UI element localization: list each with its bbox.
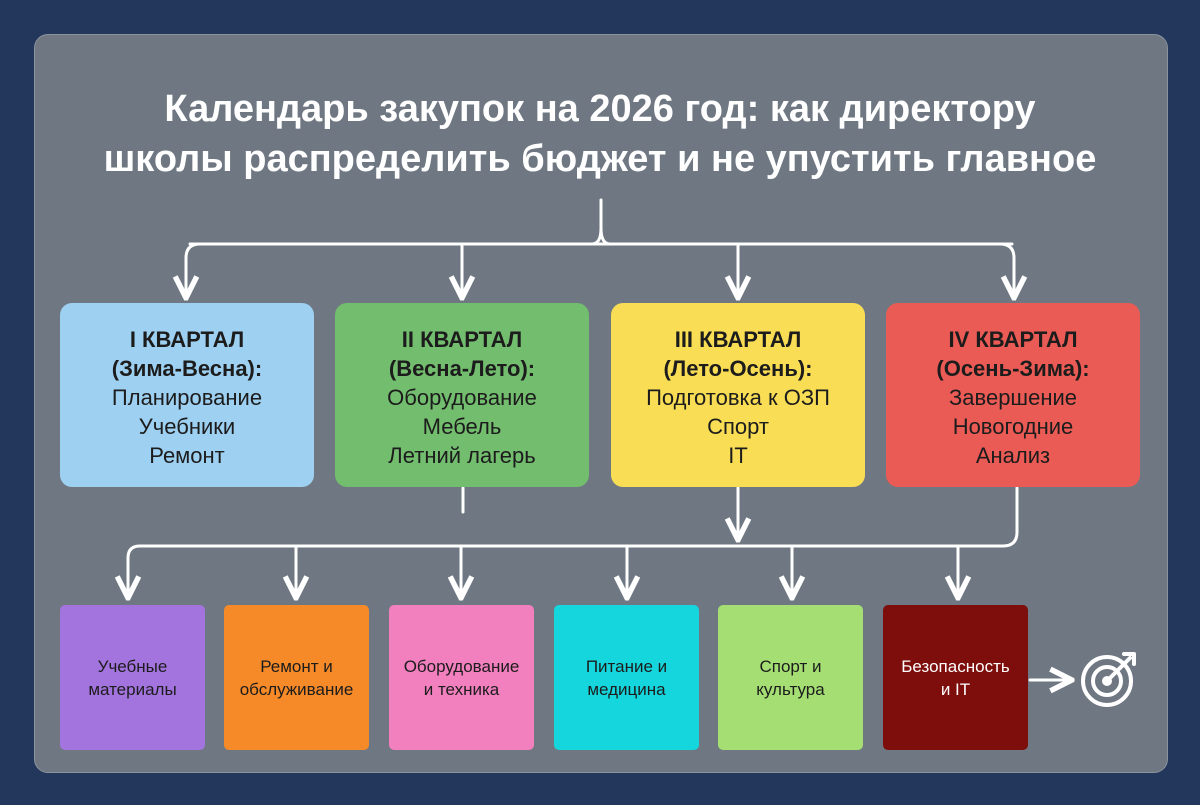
quarter-4-box: IV КВАРТАЛ (Осень-Зима): Завершение Ново… bbox=[886, 303, 1140, 487]
category-label: Спорт и культура bbox=[756, 656, 825, 699]
quarter-3-item: Спорт bbox=[707, 414, 769, 439]
quarter-4-item: Новогодние bbox=[952, 414, 1074, 439]
quarter-2-item: Оборудование bbox=[387, 385, 537, 410]
quarter-1-heading: I КВАРТАЛ bbox=[129, 327, 245, 352]
quarter-2-season: (Весна-Лето): bbox=[388, 356, 536, 381]
quarter-1-box: I КВАРТАЛ (Зима-Весна): Планирование Уче… bbox=[60, 303, 314, 487]
quarter-3-box: III КВАРТАЛ (Лето-Осень): Подготовка к О… bbox=[611, 303, 865, 487]
category-box-equipment: Оборудование и техника bbox=[389, 605, 534, 750]
arrow-to-cat1 bbox=[128, 544, 142, 598]
category-label: Оборудование и техника bbox=[403, 656, 520, 699]
category-label: Безопасность и IT bbox=[901, 656, 1010, 699]
top-brace bbox=[590, 198, 612, 246]
category-box-food-medicine: Питание и медицина bbox=[554, 605, 699, 750]
quarter-3-season: (Лето-Осень): bbox=[663, 356, 813, 381]
line-from-q4 bbox=[1001, 486, 1019, 548]
category-box-sport-culture: Спорт и культура bbox=[718, 605, 863, 750]
title-line-1: Календарь закупок на 2026 год: как дирек… bbox=[164, 88, 1036, 130]
quarter-4-season: (Осень-Зима): bbox=[936, 356, 1090, 381]
quarter-1-item: Ремонт bbox=[149, 443, 225, 468]
quarter-2-heading: II КВАРТАЛ bbox=[401, 327, 523, 352]
category-box-security-it: Безопасность и IT bbox=[883, 605, 1028, 750]
quarter-2-box: II КВАРТАЛ (Весна-Лето): Оборудование Ме… bbox=[335, 303, 589, 487]
arrow-to-q1 bbox=[186, 242, 202, 298]
quarter-4-item: Анализ bbox=[975, 443, 1051, 468]
quarter-3-item: Подготовка к ОЗП bbox=[646, 385, 830, 410]
quarter-4-item: Завершение bbox=[949, 385, 1077, 410]
category-label: Учебные материалы bbox=[88, 656, 177, 699]
page-title: Календарь закупок на 2026 год: как дирек… bbox=[34, 84, 1166, 184]
category-box-learning-materials: Учебные материалы bbox=[60, 605, 205, 750]
category-label: Питание и медицина bbox=[585, 656, 668, 699]
quarter-1-season: (Зима-Весна): bbox=[111, 356, 263, 381]
quarter-2-item: Летний лагерь bbox=[388, 443, 536, 468]
quarter-4-heading: IV КВАРТАЛ bbox=[948, 327, 1078, 352]
quarter-3-heading: III КВАРТАЛ bbox=[674, 327, 802, 352]
category-label: Ремонт и обслуживание bbox=[239, 656, 354, 699]
target-icon bbox=[1081, 652, 1136, 707]
title-line-2: школы распределить бюджет и не упустить … bbox=[103, 138, 1097, 180]
quarter-3-item: IT bbox=[728, 443, 748, 468]
quarter-2-item: Мебель bbox=[422, 414, 502, 439]
quarter-1-item: Учебники bbox=[138, 414, 236, 439]
quarter-1-item: Планирование bbox=[111, 385, 263, 410]
category-box-repair: Ремонт и обслуживание bbox=[224, 605, 369, 750]
arrow-to-q4 bbox=[998, 242, 1014, 298]
